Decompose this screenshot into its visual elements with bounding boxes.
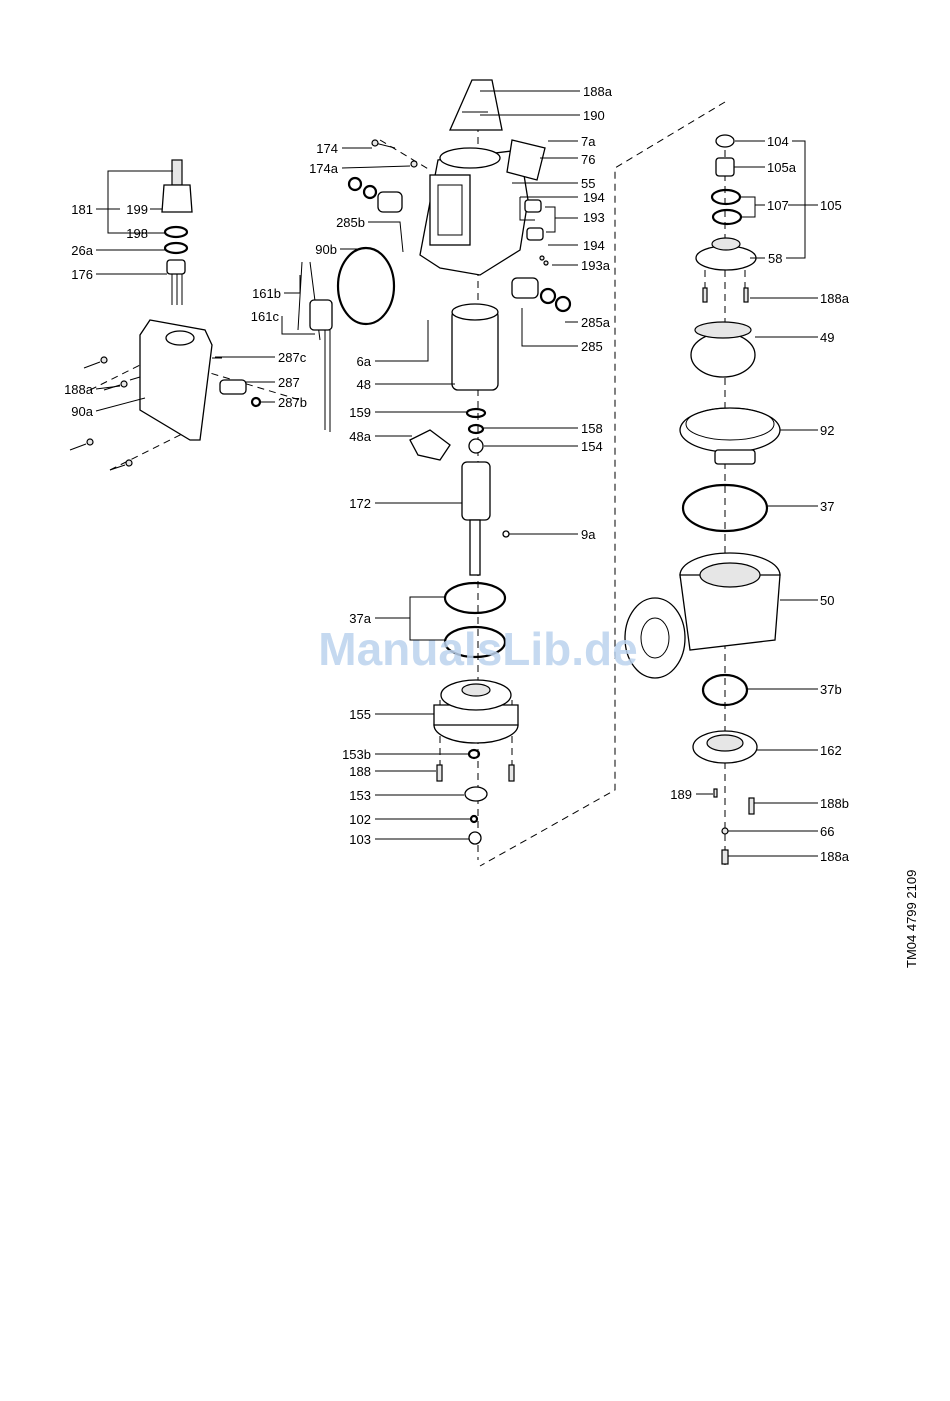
callout-194-lower: 194 [583, 238, 605, 253]
callout-26a: 26a [71, 243, 93, 258]
callout-159: 159 [349, 405, 371, 420]
callout-188a-top: 188a [583, 84, 613, 99]
part-48a [410, 430, 450, 460]
callout-9a: 9a [581, 527, 596, 542]
callout-188a-left: 188a [64, 382, 94, 397]
stator-48 [452, 310, 498, 390]
callout-158: 158 [581, 421, 603, 436]
callout-188: 188 [349, 764, 371, 779]
callout-90b: 90b [315, 242, 337, 257]
left-cable-assembly [70, 160, 260, 470]
callout-190: 190 [583, 108, 605, 123]
o-ring-90b [338, 248, 394, 324]
seal-104 [716, 135, 734, 147]
sensor-161 [310, 300, 332, 330]
right-pump-assembly [625, 135, 780, 864]
assembly-axis-lines [90, 102, 745, 870]
callout-50: 50 [820, 593, 834, 608]
callout-105: 105 [820, 198, 842, 213]
callout-174: 174 [316, 141, 338, 156]
shaft [470, 520, 480, 575]
callout-172: 172 [349, 496, 371, 511]
plug-176 [167, 260, 185, 274]
callout-104: 104 [767, 134, 789, 149]
callout-161c: 161c [251, 309, 280, 324]
o-ring-198 [165, 227, 187, 237]
plug-285 [512, 278, 538, 298]
callout-48a: 48a [349, 429, 371, 444]
cable-gland-part [162, 185, 192, 212]
callout-285a: 285a [581, 315, 611, 330]
nut-103 [469, 832, 481, 844]
callout-188a-right-upper: 188a [820, 291, 850, 306]
callout-285b: 285b [336, 215, 365, 230]
callout-199: 199 [126, 202, 148, 217]
callout-103: 103 [349, 832, 371, 847]
callout-188a-right-lower: 188a [820, 849, 850, 864]
callout-174a: 174a [309, 161, 339, 176]
callout-155: 155 [349, 707, 371, 722]
callout-193: 193 [583, 210, 605, 225]
callout-107: 107 [767, 198, 789, 213]
callout-189: 189 [670, 787, 692, 802]
callout-287b: 287b [278, 395, 307, 410]
plate-76 [507, 140, 545, 180]
callout-48: 48 [357, 377, 371, 392]
ring-287b [252, 398, 260, 406]
callout-49: 49 [820, 330, 834, 345]
ring-159 [467, 409, 485, 417]
o-ring-37a-upper [445, 583, 505, 613]
callout-287c: 287c [278, 350, 307, 365]
ring-158 [469, 425, 483, 433]
callout-55: 55 [581, 176, 595, 191]
callout-58: 58 [768, 251, 782, 266]
callout-76: 76 [581, 152, 595, 167]
callout-154: 154 [581, 439, 603, 454]
callout-92: 92 [820, 423, 834, 438]
callout-181: 181 [71, 202, 93, 217]
callout-161b: 161b [252, 286, 281, 301]
callout-90a: 90a [71, 404, 93, 419]
callout-37: 37 [820, 499, 834, 514]
rotor-172 [462, 462, 490, 520]
center-motor-assembly [298, 80, 570, 844]
seal-105a [716, 158, 734, 176]
callout-7a: 7a [581, 134, 596, 149]
callout-6a: 6a [357, 354, 372, 369]
bearing-153 [465, 787, 487, 801]
callout-285: 285 [581, 339, 603, 354]
plug-285b-side [378, 192, 402, 212]
callout-193a: 193a [581, 258, 611, 273]
plug-287 [220, 380, 246, 394]
callout-153b: 153b [342, 747, 371, 762]
callout-66: 66 [820, 824, 834, 839]
lifting-handle [450, 80, 502, 130]
callout-105a: 105a [767, 160, 797, 175]
callout-287: 287 [278, 375, 300, 390]
callout-37b: 37b [820, 682, 842, 697]
bearing-154 [469, 439, 483, 453]
callout-153: 153 [349, 788, 371, 803]
callout-176: 176 [71, 267, 93, 282]
document-reference: TM04 4799 2109 [904, 870, 919, 968]
callout-102: 102 [349, 812, 371, 827]
callout-162: 162 [820, 743, 842, 758]
cable-sleeve-part [172, 160, 182, 185]
callout-194-upper: 194 [583, 190, 605, 205]
impeller-49 [691, 333, 755, 377]
watermark-text: ManualsLib.de [318, 623, 637, 675]
callout-198: 198 [126, 226, 148, 241]
callout-188b: 188b [820, 796, 849, 811]
o-ring-26a [165, 243, 187, 253]
